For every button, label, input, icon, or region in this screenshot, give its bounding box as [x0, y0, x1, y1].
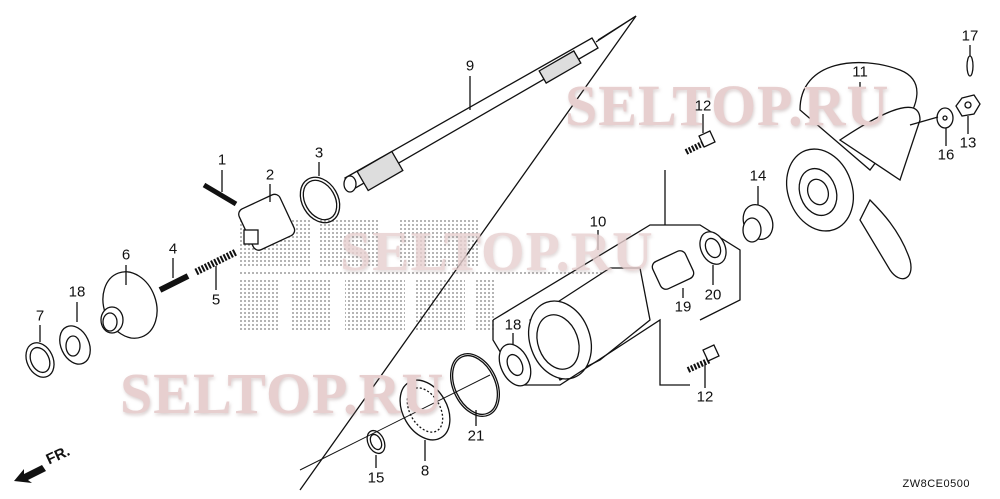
callout-18: 18	[504, 316, 522, 334]
propeller-shaft-holder	[528, 267, 651, 381]
callout-21: 21	[467, 427, 485, 445]
callout-9: 9	[465, 57, 475, 75]
callout-18: 18	[68, 283, 86, 301]
callout-6: 6	[121, 246, 131, 264]
callout-19: 19	[674, 298, 692, 316]
watermark-center: SELTOP.RU	[340, 221, 654, 283]
callout-8: 8	[420, 462, 430, 480]
callout-13: 13	[959, 134, 977, 152]
background-marine-logo	[240, 218, 640, 330]
callout-20: 20	[704, 286, 722, 304]
front-arrow-icon	[14, 465, 46, 483]
callout-12: 12	[696, 388, 714, 406]
propeller-shaft	[343, 37, 599, 193]
callout-1: 1	[217, 151, 227, 169]
propeller	[786, 61, 921, 280]
callout-17: 17	[961, 27, 979, 45]
callout-16: 16	[937, 146, 955, 164]
forward-bevel-gear	[100, 271, 158, 339]
callout-5: 5	[211, 291, 221, 309]
callout-7: 7	[35, 307, 45, 325]
reverse-bevel-gear	[399, 379, 451, 441]
callout-3: 3	[314, 144, 324, 162]
callout-4: 4	[168, 240, 178, 258]
clutch-shifter	[238, 193, 296, 251]
callout-10: 10	[589, 213, 607, 231]
callout-12: 12	[694, 97, 712, 115]
watermark-bottom-left: SELTOP.RU	[120, 361, 445, 426]
watermark-top-right: SELTOP.RU	[565, 73, 890, 138]
callout-11: 11	[852, 63, 868, 81]
callout-14: 14	[749, 167, 767, 185]
callout-15: 15	[367, 469, 385, 487]
diagram-code: ZW8CE0500	[902, 478, 970, 490]
callout-2: 2	[265, 166, 275, 184]
front-direction-indicator: FR.	[10, 443, 80, 492]
